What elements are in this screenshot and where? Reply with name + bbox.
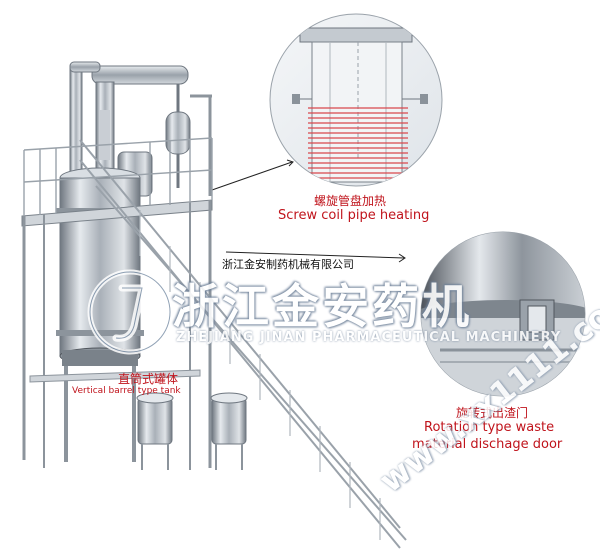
callout-lines xyxy=(211,159,406,263)
brand-logo-icon xyxy=(87,269,173,355)
screw-coil-label-cn: 螺旋管盘加热 xyxy=(314,194,387,208)
extraction-tank-machine xyxy=(21,61,407,549)
screw-coil-label-en: Screw coil pipe heating xyxy=(278,208,430,223)
company-name: 浙江金安制药机械有限公司 xyxy=(222,258,354,271)
screw-coil-detail xyxy=(269,13,443,187)
staircase xyxy=(79,139,407,549)
rotation-door-label-en-1: Rotation type waste xyxy=(424,420,555,435)
vertical-tank-label-cn: 直筒式罐体 xyxy=(118,372,179,386)
rotation-door-label-en-2: material dischage door xyxy=(412,437,563,452)
rotation-door-label-cn: 旋转式出渣门 xyxy=(456,406,529,420)
brand-name: 浙江金安药机 xyxy=(172,280,472,335)
vertical-tank-label-en: Vertical barrel type tank xyxy=(72,386,181,396)
brand-name-en: ZHEJIANG JINAN PHARMACEUTICAL MACHINERY xyxy=(176,330,562,345)
